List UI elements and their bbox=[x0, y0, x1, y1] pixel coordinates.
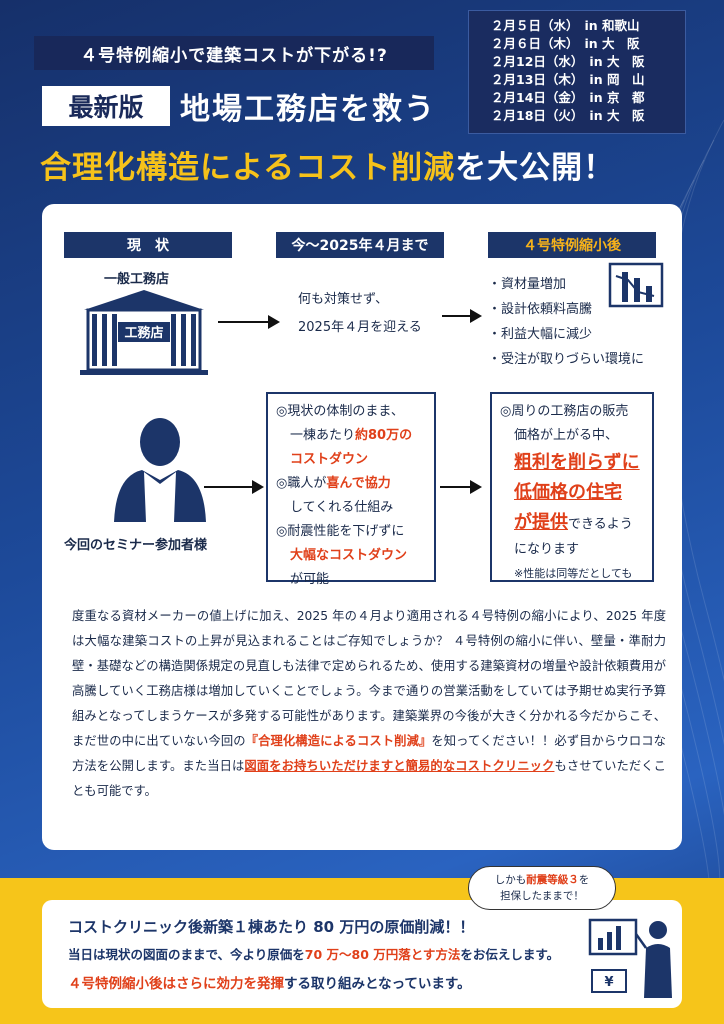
presenter-icon: ¥ bbox=[588, 918, 672, 998]
latest-badge: 最新版 bbox=[42, 86, 170, 126]
column-header-current: 現 状 bbox=[64, 232, 232, 258]
schedule-item: ２月18日（火）in 大 阪 bbox=[491, 108, 645, 123]
result-box: ◎周りの工務店の販売 価格が上がる中、 粗利を削らずに 低価格の住宅 が提供でき… bbox=[490, 392, 654, 582]
svg-text:工務店: 工務店 bbox=[124, 325, 163, 341]
list-item: ・利益大幅に減少 bbox=[488, 327, 593, 342]
column-header-until: 今～2025年４月まで bbox=[276, 232, 444, 258]
list-item: ・資材量増加 bbox=[488, 277, 567, 292]
title-line1: 地場工務店を救う bbox=[180, 92, 436, 127]
schedule-item: ２月14日（金）in 京 都 bbox=[491, 90, 645, 105]
list-item: ・設計依頼料高騰 bbox=[488, 302, 593, 317]
shop-label: 一般工務店 bbox=[104, 272, 170, 287]
list-item: ・受注が取りづらい環境に bbox=[488, 352, 645, 367]
schedule-item: ２月５日（水）in 和歌山 bbox=[491, 18, 640, 33]
arrow-right bbox=[218, 315, 280, 329]
headline-cost-reduction: コストクリニック後新築１棟あたり 80 万円の原価削減！！ bbox=[68, 918, 475, 936]
effect-text: ４号特例縮小後はさらに効力を発揮する取り組みとなっています。 bbox=[68, 976, 471, 992]
arrow-right bbox=[442, 309, 482, 323]
schedule-item: ２月13日（木）in 岡 山 bbox=[491, 72, 645, 87]
status-quo-text: 何も対策せず、 2025年４月を迎える bbox=[298, 292, 422, 335]
svg-text:¥: ¥ bbox=[604, 975, 613, 990]
schedule-item: ２月６日（木）in 大 阪 bbox=[491, 36, 640, 51]
column-header-after: ４号特例縮小後 bbox=[488, 232, 656, 258]
seminar-benefit-box: ◎現状の体制のまま、 一棟あたり約80万の コストダウン ◎職人が喜んで協力 し… bbox=[266, 392, 436, 587]
schedule-box: ２月５日（水）in 和歌山 ２月６日（木）in 大 阪 ２月12日（水）in 大… bbox=[468, 10, 686, 134]
method-text: 当日は現状の図面のままで、今より原価を70 万～80 万円落とす方法をお伝えしま… bbox=[68, 947, 560, 962]
speech-bubble: しかも耐震等級３を 担保したままで！ bbox=[468, 866, 616, 910]
arrow-right bbox=[204, 480, 264, 494]
title-line2: 合理化構造によるコスト削減を大公開！ bbox=[40, 150, 616, 186]
arrow-right bbox=[440, 480, 482, 494]
kicker-banner: ４号特例縮小で建築コストが下がる!? bbox=[34, 36, 434, 70]
bottom-card: コストクリニック後新築１棟あたり 80 万円の原価削減！！ 当日は現状の図面のま… bbox=[42, 900, 682, 1008]
comparison-card: 現 状 今～2025年４月まで ４号特例縮小後 一般工務店 工務店 何も対策せず… bbox=[42, 204, 682, 850]
schedule-item: ２月12日（水）in 大 阪 bbox=[491, 54, 645, 69]
person-icon bbox=[114, 418, 206, 522]
shop-icon: 工務店 bbox=[80, 290, 208, 375]
after-bullets: ・資材量増加 ・設計依頼料高騰 ・利益大幅に減少 ・受注が取りづらい環境に bbox=[488, 272, 644, 372]
declining-chart-icon bbox=[608, 262, 664, 308]
attendee-label: 今回のセミナー参加者様 bbox=[64, 538, 208, 553]
body-paragraph: 度重なる資材メーカーの値上げに加え、2025 年の４月より適用される４号特例の縮… bbox=[72, 609, 666, 798]
